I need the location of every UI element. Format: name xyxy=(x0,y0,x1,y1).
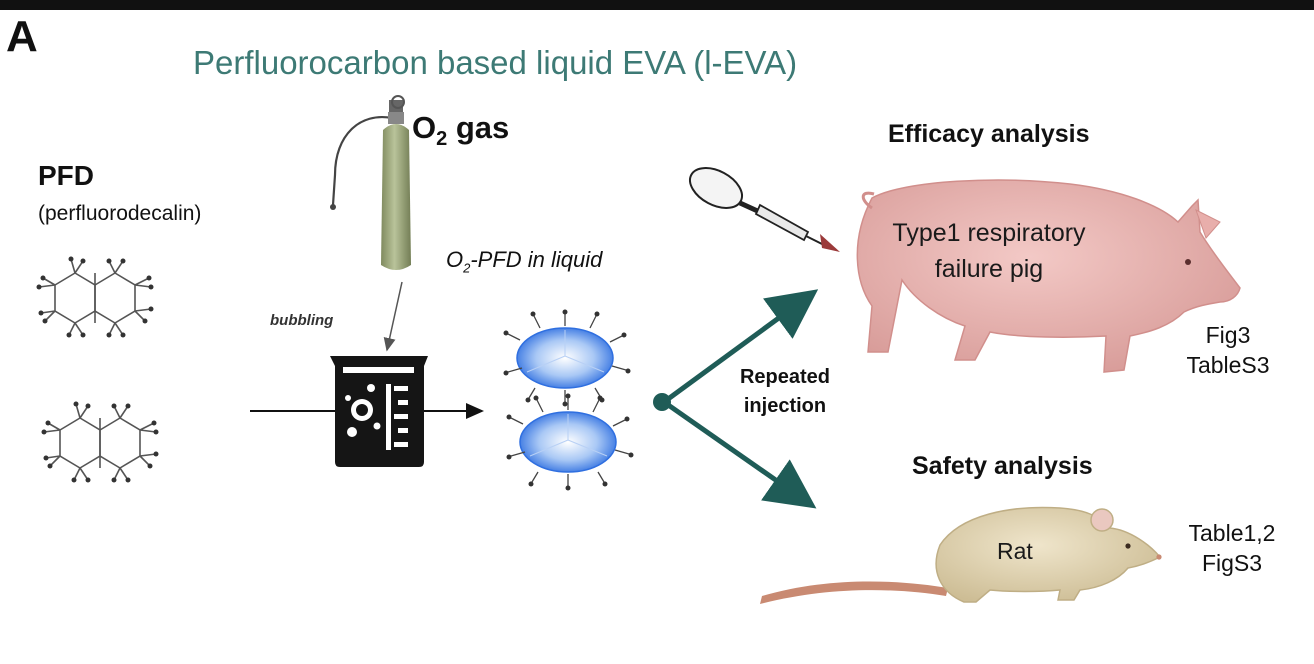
droplet-icon xyxy=(506,393,634,491)
safety-ref-fig: FigS3 xyxy=(1201,550,1263,576)
oxygen-gas-word: gas xyxy=(447,110,510,145)
safety-heading: Safety analysis xyxy=(912,452,1093,480)
o2-pfd-text: -PFD in liquid xyxy=(470,247,603,272)
pfd-label: PFD xyxy=(38,160,94,191)
gas-cylinder-icon xyxy=(330,95,411,270)
pfd-fullname: (perfluorodecalin) xyxy=(38,202,202,225)
oxygen-gas-label: O2 gas xyxy=(412,110,509,151)
droplet-icon xyxy=(503,309,631,407)
o2-pfd-symbol: O xyxy=(446,247,464,272)
top-border xyxy=(0,0,1314,10)
rat-icon xyxy=(760,506,1162,604)
rat-label: Rat xyxy=(997,538,1033,564)
oxygen-subscript: 2 xyxy=(436,128,448,151)
bubbling-arrow xyxy=(383,281,403,352)
bubbling-label: bubbling xyxy=(270,312,334,329)
split-arrows xyxy=(653,289,819,509)
safety-ref-table: Table1,2 xyxy=(1188,520,1276,546)
molecule-icon xyxy=(41,401,159,483)
injection-line: injection xyxy=(743,395,827,417)
efficacy-ref-fig: Fig3 xyxy=(1205,322,1251,348)
diagram-title: Perfluorocarbon based liquid EVA (l-EVA) xyxy=(193,44,798,81)
oxygen-symbol: O xyxy=(412,110,437,145)
beaker-icon xyxy=(330,356,428,467)
pig-label: Type1 respiratory failure pig xyxy=(872,215,1106,287)
safety-references: Table1,2 FigS3 xyxy=(1166,518,1298,578)
o2-pfd-subscript: 2 xyxy=(463,260,471,276)
repeated-injection-label: Repeated injection xyxy=(722,363,848,421)
pig-label-line1: Type1 respiratory xyxy=(892,219,1086,247)
repeated-line: Repeated xyxy=(739,366,831,388)
efficacy-heading: Efficacy analysis xyxy=(888,120,1090,148)
syringe-icon xyxy=(689,167,840,252)
pig-label-line2: failure pig xyxy=(934,255,1044,283)
efficacy-ref-table: TableS3 xyxy=(1186,352,1270,378)
panel-label: A xyxy=(6,12,38,61)
efficacy-references: Fig3 TableS3 xyxy=(1168,320,1288,380)
o2-pfd-label: O2-PFD in liquid xyxy=(446,247,602,275)
pig-icon xyxy=(856,179,1241,373)
molecule-icon xyxy=(36,256,154,338)
